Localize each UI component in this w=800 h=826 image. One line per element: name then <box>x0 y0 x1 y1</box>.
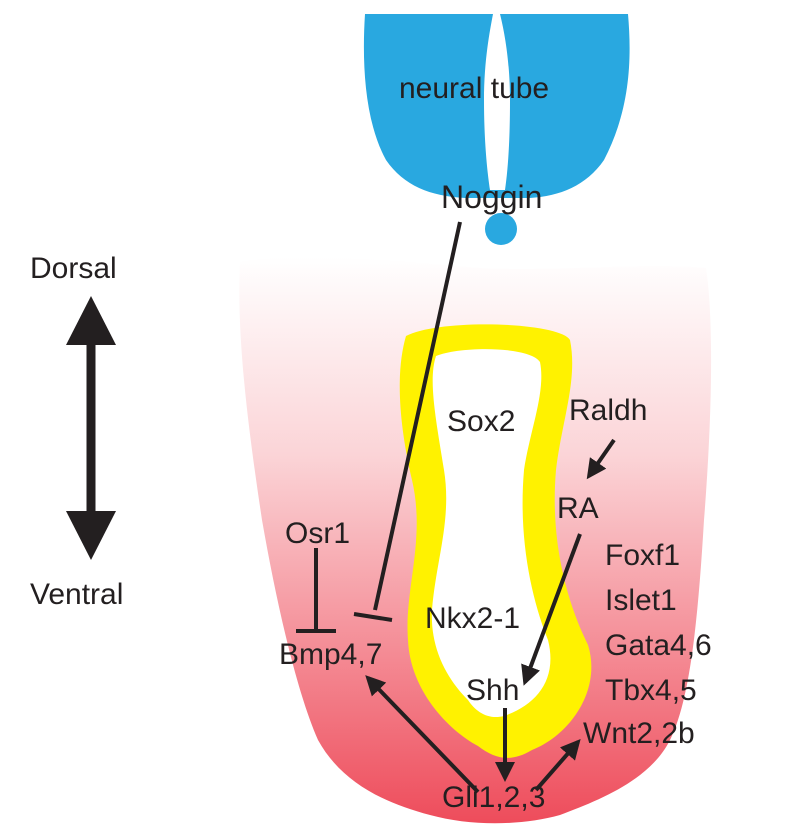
raldh-label: Raldh <box>569 394 647 427</box>
wnt-label: Wnt2,2b <box>583 717 695 750</box>
double-headed-arrow-icon <box>66 296 116 345</box>
axis-arrowhead-bottom <box>66 511 116 560</box>
ra-label: RA <box>557 492 599 525</box>
shh-label: Shh <box>466 674 519 707</box>
neural-tube <box>363 14 630 198</box>
bmp-label: Bmp4,7 <box>279 638 382 671</box>
foxf1-label: Foxf1 <box>605 539 680 572</box>
neural-tube-label: neural tube <box>399 72 549 105</box>
gli-to-bmp-arrow <box>365 675 480 794</box>
lumen <box>431 349 551 718</box>
noggin-label: Noggin <box>441 179 542 215</box>
dorsal-label: Dorsal <box>30 252 117 285</box>
arrow-icon <box>586 438 616 480</box>
gata-label: Gata4,6 <box>605 629 712 662</box>
tbx-label: Tbx4,5 <box>605 674 697 707</box>
ra-to-shh-arrow <box>521 533 582 686</box>
floor-plate-dot <box>485 213 517 245</box>
osr1-label: Osr1 <box>285 517 350 550</box>
gli-label: Gli1,2,3 <box>442 781 545 814</box>
sox2-label: Sox2 <box>447 405 515 438</box>
ventral-label: Ventral <box>30 578 123 611</box>
t-bar-inhibition-icon <box>353 612 393 622</box>
islet1-label: Islet1 <box>605 584 677 617</box>
noggin-inhibits-bmp-line <box>373 221 462 611</box>
gli-to-wnt-arrow <box>534 738 581 792</box>
dorsal-ventral-axis <box>66 296 116 560</box>
nkx2-1-label: Nkx2-1 <box>425 602 520 635</box>
regulation-edges <box>296 221 616 794</box>
